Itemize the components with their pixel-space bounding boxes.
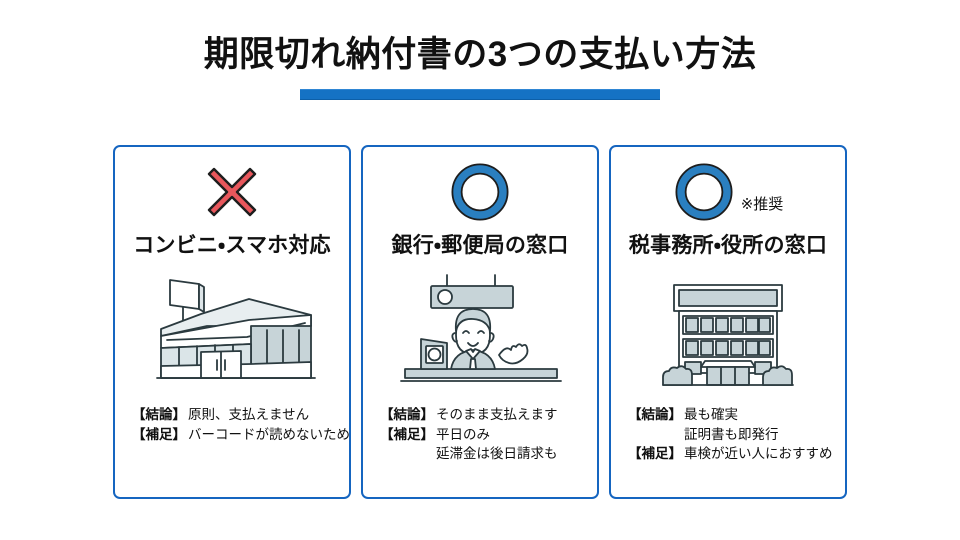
- card-notes: 【結論】 原則、支払えません 【補足】 バーコードが読めないため: [132, 405, 350, 445]
- note-line: 【補足】 車検が近い人におすすめ: [628, 444, 838, 464]
- circle-mark-icon: [675, 163, 733, 221]
- note-line: 延滞金は後日請求も: [380, 444, 590, 464]
- card-mark-row: [363, 161, 597, 223]
- note-text: 最も確実: [684, 407, 738, 422]
- note-text: そのまま支払えます: [436, 407, 558, 422]
- note-label: 【結論】: [380, 407, 434, 422]
- note-label: 【結論】: [628, 407, 682, 422]
- payment-method-cards: コンビニ・スマホ対応: [113, 145, 847, 499]
- note-label: 【補足】: [132, 426, 186, 442]
- title-block: 期限切れ納付書の3つの支払い方法: [0, 35, 960, 100]
- note-line: 【結論】 そのまま支払えます: [380, 405, 590, 425]
- note-text: 延滞金は後日請求も: [436, 446, 558, 462]
- note-text: 証明書も即発行: [684, 426, 779, 442]
- note-line: 【補足】 バーコードが読めないため: [132, 425, 350, 445]
- convenience-store-illustration: [115, 269, 349, 397]
- note-label: 【結論】: [132, 407, 186, 422]
- government-office-illustration: [611, 269, 845, 397]
- card-heading: 銀行・郵便局の窓口: [391, 234, 569, 257]
- circle-mark-icon: [451, 163, 509, 221]
- page-title: 期限切れ納付書の3つの支払い方法: [203, 35, 757, 74]
- note-line: 【結論】 原則、支払えません: [132, 405, 342, 425]
- note-line: 証明書も即発行: [628, 425, 838, 445]
- note-label: 【補足】: [380, 426, 434, 442]
- card-heading: コンビニ・スマホ対応: [133, 234, 331, 257]
- note-line: 【補足】 平日のみ: [380, 425, 590, 445]
- card-notes: 【結論】 そのまま支払えます 【補足】 平日のみ 延滞金は後日請求も: [380, 405, 590, 464]
- note-label: 【補足】: [628, 446, 682, 462]
- payment-method-card-tax-office[interactable]: ※推奨 税事務所・役所の窓口: [609, 145, 847, 499]
- card-notes: 【結論】 最も確実 証明書も即発行 【補足】 車検が近い人におすすめ: [628, 405, 838, 464]
- card-mark-row: [115, 161, 349, 223]
- payment-method-card-bank[interactable]: 銀行・郵便局の窓口: [361, 145, 599, 499]
- card-mark-row: ※推奨: [611, 161, 845, 223]
- note-text: バーコードが読めないため: [188, 426, 350, 442]
- x-mark-icon: [207, 167, 257, 217]
- recommended-badge: ※推奨: [740, 195, 784, 213]
- note-text: 平日のみ: [436, 426, 490, 442]
- card-heading: 税事務所・役所の窓口: [628, 234, 828, 257]
- note-text: 原則、支払えません: [188, 407, 310, 422]
- payment-method-card-konbini[interactable]: コンビニ・スマホ対応: [113, 145, 351, 499]
- note-text: 車検が近い人におすすめ: [684, 446, 833, 462]
- note-line: 【結論】 最も確実: [628, 405, 838, 425]
- title-underline-rule: [300, 88, 660, 100]
- bank-counter-illustration: [363, 269, 597, 397]
